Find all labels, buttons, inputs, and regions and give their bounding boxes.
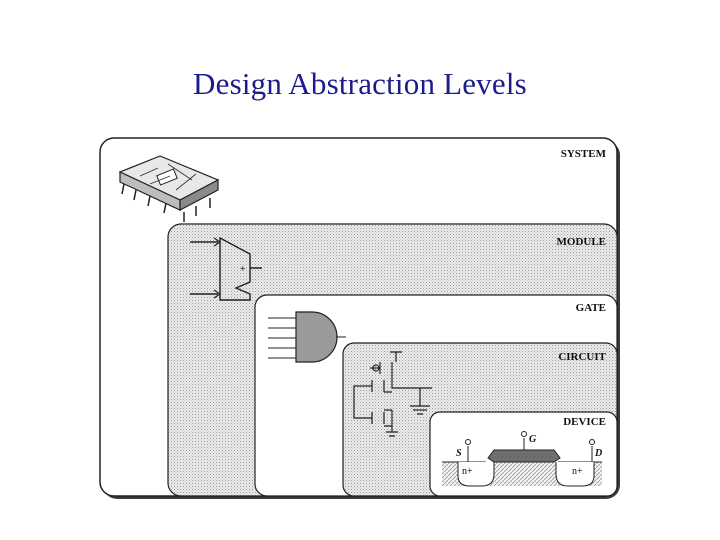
level-label-device: DEVICE xyxy=(563,416,606,428)
device-panel: DEVICE S G D n+ n+ xyxy=(429,411,618,497)
level-label-system: SYSTEM xyxy=(561,148,607,160)
slide-title: Design Abstraction Levels xyxy=(193,66,527,101)
level-label-module: MODULE xyxy=(557,236,607,248)
level-label-gate: GATE xyxy=(576,302,606,314)
mosfet-cross-section-icon xyxy=(442,431,602,487)
chip-package-icon xyxy=(118,155,220,222)
cmos-circuit-icon xyxy=(353,351,432,437)
device-n-right-label: n+ xyxy=(572,466,583,477)
nand-gate-icon xyxy=(268,311,346,363)
device-n-left-label: n+ xyxy=(462,466,473,477)
device-drain-label: D xyxy=(594,448,602,459)
level-label-circuit: CIRCUIT xyxy=(558,351,606,363)
adder-module-icon: + xyxy=(190,236,262,301)
device-gate-label: G xyxy=(529,434,537,445)
device-source-label: S xyxy=(456,448,462,459)
adder-symbol: + xyxy=(240,264,246,275)
